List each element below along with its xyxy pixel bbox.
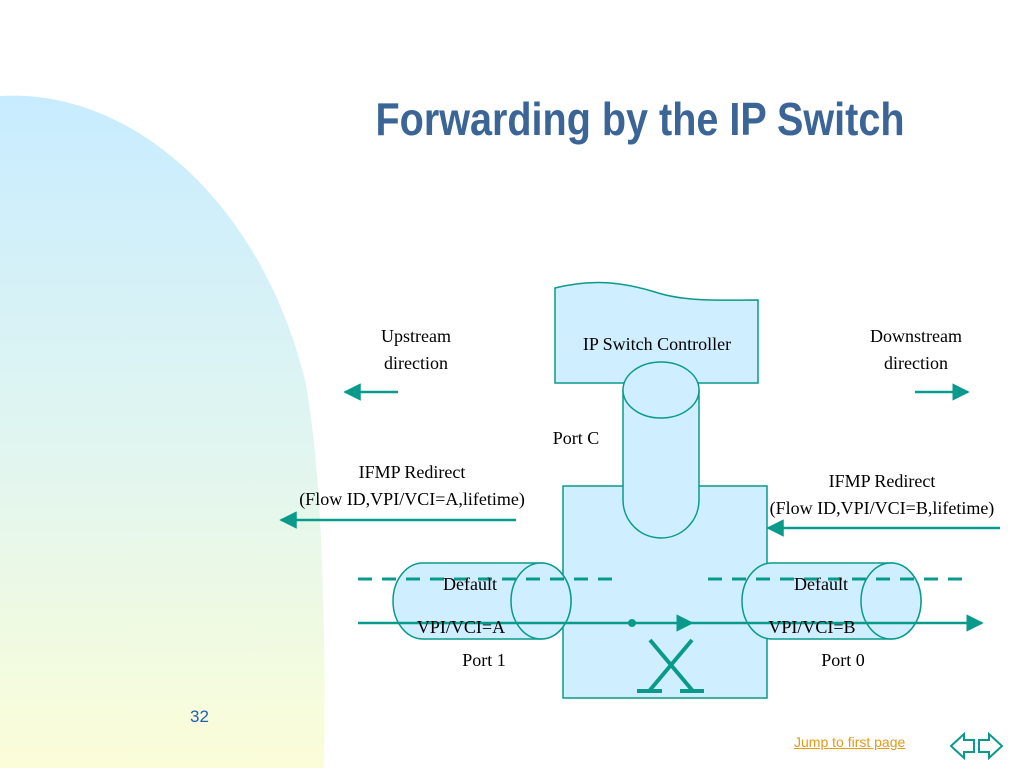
port-1-cylinder — [392, 562, 572, 640]
upstream-label-1: Upstream — [381, 326, 451, 346]
right-default-label: Default — [794, 574, 848, 594]
upstream-label-2: direction — [384, 353, 448, 373]
cross-connect-icon — [637, 638, 704, 693]
port-c-label: Port C — [553, 428, 600, 448]
right-redirect-label-1: IFMP Redirect — [829, 471, 936, 491]
downstream-label-2: direction — [884, 353, 948, 373]
left-redirect-label-2: (Flow ID,VPI/VCI=A,lifetime) — [299, 489, 525, 510]
right-vpi-label: VPI/VCI=B — [768, 617, 855, 637]
controller-box — [554, 281, 759, 384]
port-0-label: Port 0 — [821, 650, 865, 670]
left-redirect-label-1: IFMP Redirect — [359, 462, 466, 482]
background-curve — [0, 95, 325, 768]
nav-arrows-button[interactable] — [948, 728, 1008, 764]
jump-to-first-page-link[interactable]: Jump to first page — [794, 734, 906, 750]
left-default-label: Default — [443, 574, 497, 594]
right-redirect-label-2: (Flow ID,VPI/VCI=B,lifetime) — [770, 498, 995, 519]
back-forward-arrows-icon — [949, 731, 1004, 761]
left-vpi-label: VPI/VCI=A — [417, 617, 505, 637]
page-number: 32 — [190, 707, 209, 726]
controller-label: IP Switch Controller — [583, 334, 731, 354]
slide-title: Forwarding by the IP Switch — [375, 93, 905, 145]
port-1-label: Port 1 — [462, 650, 506, 670]
downstream-label-1: Downstream — [870, 326, 962, 346]
port-0-cylinder — [741, 562, 922, 640]
port-c-cylinder — [622, 361, 700, 539]
